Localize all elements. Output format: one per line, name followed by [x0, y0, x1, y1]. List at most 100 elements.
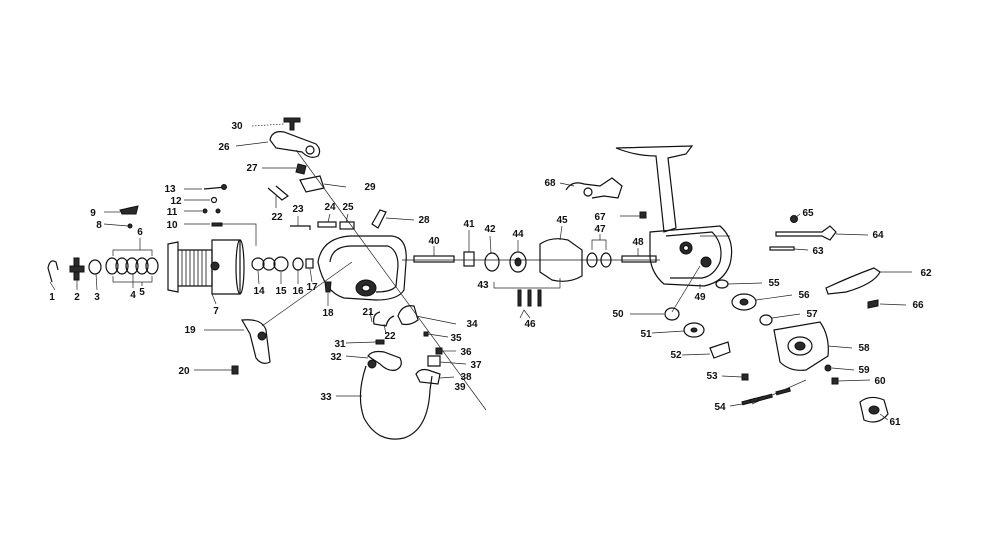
label-part-2: 2: [74, 292, 80, 303]
part-25-collar: [339, 221, 355, 230]
part-35-pin: [423, 331, 429, 337]
label-part-35: 35: [450, 333, 462, 344]
label-part-45: 45: [556, 215, 568, 226]
part-46-screws: [517, 289, 522, 307]
part-labels: 1 2 3 4 5 6 7 8 9 10 11 12 13 14 15 16 1…: [49, 121, 932, 428]
label-part-50: 50: [612, 309, 624, 320]
label-part-30: 30: [231, 121, 243, 132]
label-part-64: 64: [872, 230, 884, 241]
part-23-pin: [290, 225, 311, 230]
label-part-31: 31: [334, 339, 346, 350]
spool-assembly: [47, 184, 314, 295]
part-45-plate: [539, 238, 583, 282]
label-part-40: 40: [428, 236, 440, 247]
label-part-22-lower: 22: [384, 331, 396, 342]
label-part-48: 48: [632, 237, 644, 248]
label-part-28: 28: [418, 215, 430, 226]
label-part-1: 1: [49, 292, 55, 303]
part-68-lever: [565, 177, 623, 199]
rotor-assembly: [231, 117, 443, 440]
part-40-pinion-gear: [413, 255, 455, 263]
part-58-side-cover: [773, 321, 829, 371]
part-62-handle-arm: [825, 267, 881, 295]
label-part-7: 7: [213, 306, 219, 317]
label-part-11: 11: [167, 207, 178, 218]
label-part-60: 60: [874, 376, 886, 387]
part-21-rotor: [317, 235, 407, 301]
label-part-37: 37: [470, 360, 482, 371]
label-part-57: 57: [806, 309, 818, 320]
label-part-43: 43: [477, 280, 489, 291]
part-54-screws: [741, 387, 791, 406]
label-part-9: 9: [90, 208, 96, 219]
part-59-washer: [824, 364, 832, 372]
part-65-screw: [790, 215, 798, 223]
part-63-pin: [769, 246, 795, 251]
label-part-56: 56: [798, 290, 810, 301]
label-part-34: 34: [466, 319, 478, 330]
part-48-shaft: [621, 255, 657, 263]
label-part-5: 5: [139, 287, 145, 298]
label-part-55: 55: [768, 278, 780, 289]
label-part-26: 26: [218, 142, 230, 153]
label-part-32: 32: [330, 352, 342, 363]
part-32-bail-arm-lever: [367, 350, 402, 371]
label-part-25: 25: [342, 202, 354, 213]
part-52-oscillation-slider: [709, 341, 731, 359]
part-17-bushing: [305, 258, 314, 269]
label-part-17: 17: [306, 282, 318, 293]
label-part-59: 59: [858, 365, 870, 376]
label-part-65: 65: [802, 208, 814, 219]
label-part-24: 24: [324, 202, 336, 213]
part-50-bushing: [664, 307, 680, 321]
label-part-47: 47: [594, 224, 606, 235]
label-part-23: 23: [292, 204, 304, 215]
part-27-screw: [295, 163, 307, 175]
part-14-washer: [251, 257, 265, 271]
part-4-6-drag-washers: [105, 257, 159, 275]
label-part-53: 53: [706, 371, 718, 382]
part-9-knob: [119, 205, 139, 215]
label-part-68: 68: [544, 178, 556, 189]
part-24-spring: [317, 221, 337, 228]
shaft-assembly: [402, 238, 660, 307]
part-37-line-roller: [427, 355, 441, 367]
part-36-washer: [435, 347, 443, 355]
part-57-bearing: [759, 314, 773, 326]
label-part-67: 67: [594, 212, 606, 223]
part-67-screw: [639, 211, 647, 219]
label-part-20: 20: [178, 366, 190, 377]
label-part-41: 41: [463, 219, 475, 230]
part-61-handle-cap: [859, 396, 889, 423]
label-part-10: 10: [166, 220, 178, 231]
part-8-screw: [127, 223, 133, 229]
part-1-clip: [47, 260, 59, 283]
label-part-6: 6: [137, 227, 143, 238]
part-51-gear: [683, 322, 705, 338]
label-part-39: 39: [454, 382, 466, 393]
part-33-bail-wire: [359, 365, 433, 440]
label-part-8: 8: [96, 220, 102, 231]
part-12-washer: [210, 196, 218, 204]
part-16-washer: [292, 257, 304, 271]
label-part-44: 44: [512, 229, 524, 240]
label-part-14: 14: [253, 286, 265, 297]
reel-foot: [615, 145, 694, 233]
label-part-51: 51: [640, 329, 652, 340]
part-31-screw: [375, 339, 385, 345]
part-29-line-roller-cover: [299, 175, 325, 193]
part-26-bail-arm: [269, 131, 321, 158]
part-66-screw: [867, 299, 879, 309]
part-64-anti-reverse-lever: [775, 225, 837, 241]
label-part-46: 46: [524, 319, 536, 330]
label-part-18: 18: [322, 308, 334, 319]
label-part-58: 58: [858, 343, 870, 354]
part-41-bushing: [463, 251, 475, 267]
label-part-15: 15: [275, 286, 287, 297]
part-53-screw: [741, 373, 749, 381]
label-part-54: 54: [714, 402, 726, 413]
leader-lines: [49, 123, 912, 421]
label-part-42: 42: [484, 224, 496, 235]
label-part-52: 52: [670, 350, 682, 361]
